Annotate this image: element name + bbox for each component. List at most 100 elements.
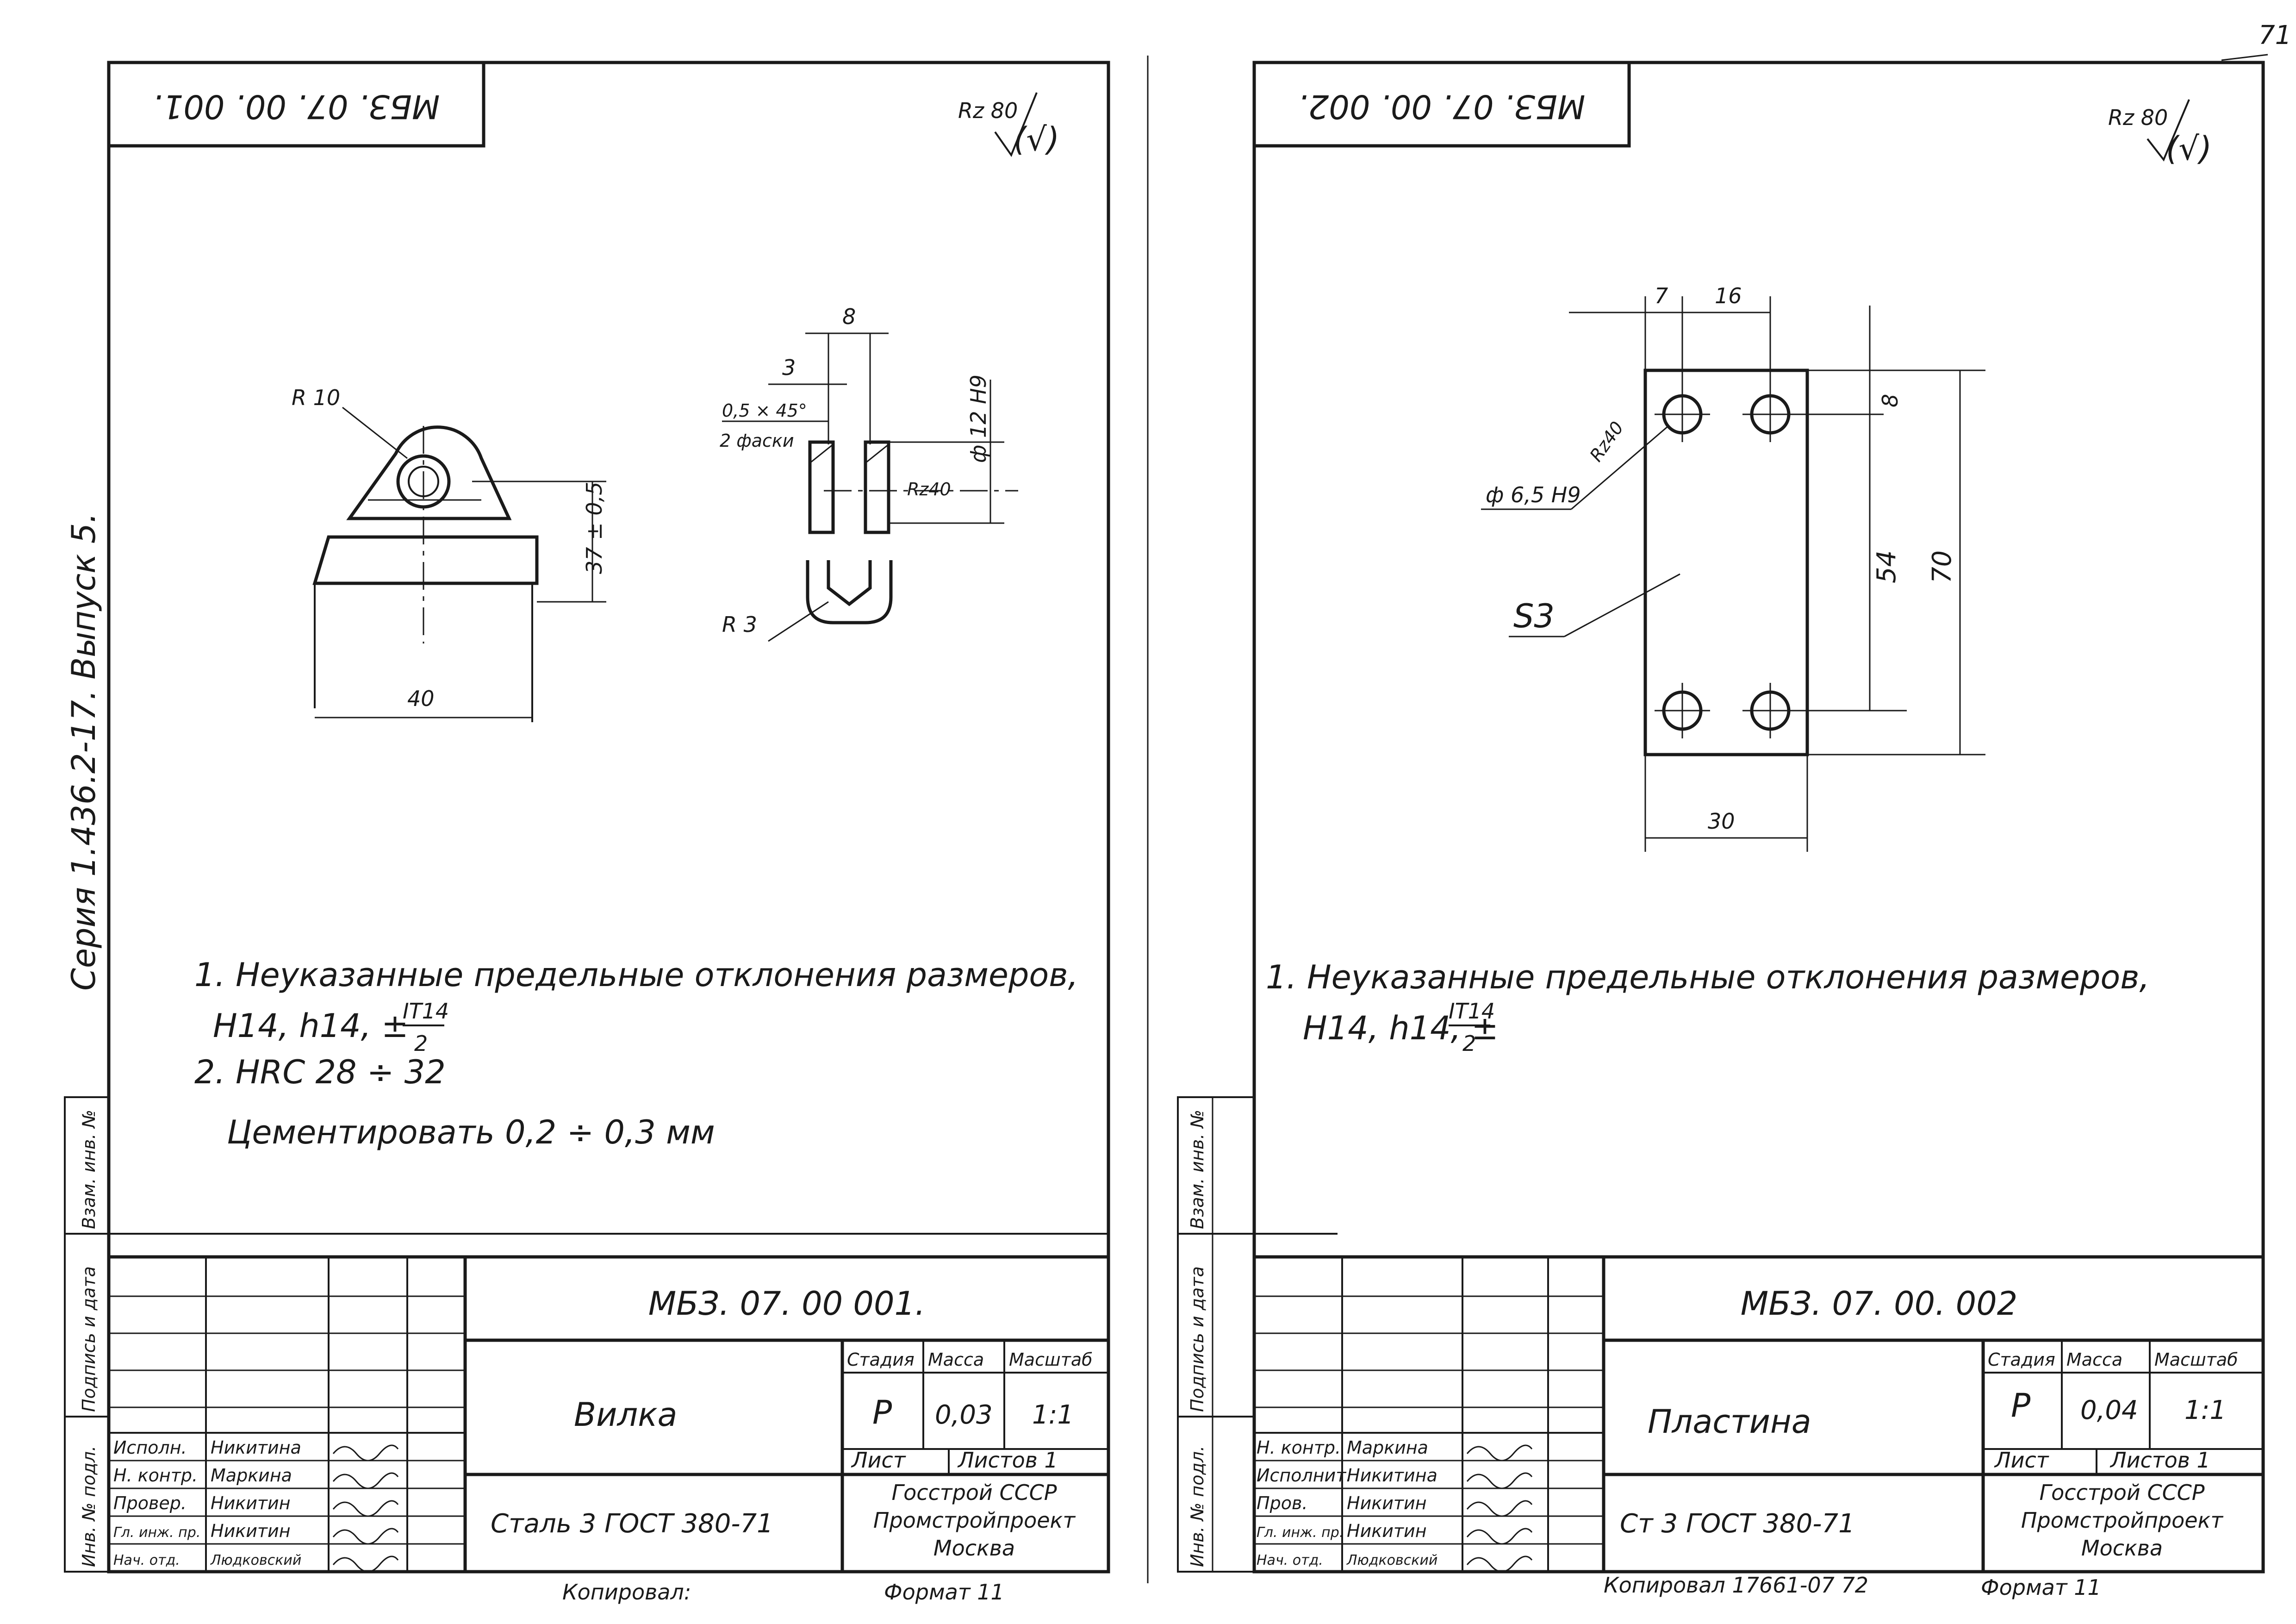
- masshtab-value: 1:1: [1032, 1400, 1074, 1430]
- note-1b: Н14, h14, ±: [213, 1007, 409, 1045]
- signature: [1466, 1444, 1533, 1462]
- title-block: МБЗ. 07. 00. 002 Стадия Масса Масштаб Р …: [1254, 1255, 2263, 1573]
- plate-view: 7 16 8 54 70 ф 6,5 Н9 Rz40 S3 30: [1481, 283, 1985, 852]
- material: Сталь 3 ГОСТ 380-71: [491, 1509, 773, 1539]
- name-5: Людковский: [210, 1552, 301, 1568]
- stamp-code: МБЗ. 07. 00. 002.: [1298, 87, 1586, 125]
- masshtab-value: 1:1: [2184, 1395, 2226, 1425]
- org-1: Госстрой СССР: [2039, 1480, 2204, 1505]
- role-4: Гл. инж. пр.: [1257, 1524, 1344, 1541]
- footer-copied: Копировал:: [562, 1580, 691, 1605]
- role-3: Пров.: [1257, 1493, 1307, 1513]
- h-stadia: Стадия: [1988, 1349, 2055, 1370]
- massa-value: 0,04: [2080, 1395, 2138, 1425]
- listov-label: Листов 1: [2109, 1448, 2210, 1473]
- svg-text:(√): (√): [2166, 130, 2212, 168]
- name-2: Никитина: [1347, 1465, 1437, 1486]
- role-1: Н. контр.: [1257, 1437, 1341, 1458]
- role-1: Исполн.: [113, 1437, 187, 1458]
- series-label: Серия 1.436.2-17. Выпуск 5.: [65, 512, 103, 991]
- dim-rz40: Rz40: [907, 479, 951, 500]
- dim-hole: ф 6,5 Н9: [1486, 482, 1581, 507]
- note-1: 1. Неуказанные предельные отклонения раз…: [1266, 958, 2150, 996]
- name-1: Никитина: [211, 1437, 301, 1458]
- dim-7: 7: [1655, 283, 1668, 308]
- dim-70: 70: [1927, 550, 1957, 583]
- dim-chamfer: 0,5 × 45°: [722, 400, 807, 421]
- dim-rz40: Rz40: [1586, 418, 1627, 465]
- side-vzam-inv: Взам. инв. №: [1187, 1110, 1207, 1229]
- h-masshtab: Масштаб: [2154, 1349, 2238, 1370]
- signature: [332, 1555, 399, 1573]
- dim-16: 16: [1715, 283, 1742, 308]
- h-massa: Масса: [928, 1349, 984, 1370]
- name-3: Никитин: [211, 1493, 291, 1513]
- list-label: Лист: [851, 1448, 906, 1473]
- signature: [332, 1528, 399, 1545]
- dim-30: 30: [1708, 809, 1735, 834]
- note-fraction-num: IT14: [1449, 999, 1495, 1024]
- role-5: Нач. отд.: [1257, 1552, 1323, 1568]
- dim-s3: S3: [1513, 597, 1555, 635]
- dim-width: 40: [407, 686, 435, 711]
- side-inv-podl: Инв. № подл.: [79, 1446, 99, 1567]
- dim-r3: R 3: [722, 612, 757, 637]
- dim-8: 8: [842, 304, 856, 329]
- page-number: 71: [2259, 20, 2291, 50]
- fork-front-view: 37 ± 0,5 40 R 10: [292, 385, 607, 722]
- part-name: Вилка: [574, 1396, 677, 1434]
- h-masshtab: Масштаб: [1009, 1349, 1093, 1370]
- signature: [1466, 1500, 1533, 1517]
- role-5: Нач. отд.: [113, 1552, 180, 1568]
- dim-height: 37 ± 0,5: [582, 482, 607, 574]
- side-inv-podl: Инв. № подл.: [1187, 1446, 1207, 1567]
- h-massa: Масса: [2066, 1349, 2122, 1370]
- note-2: 2. HRC 28 ÷ 32: [194, 1053, 446, 1091]
- note-3: Цементировать 0,2 ÷ 0,3 мм: [227, 1113, 715, 1151]
- list-label: Лист: [1994, 1448, 2049, 1473]
- role-2: Исполнит.: [1257, 1465, 1351, 1486]
- side-vzam-inv: Взам. инв. №: [79, 1110, 99, 1229]
- org-1: Госстрой СССР: [891, 1480, 1057, 1505]
- stamp-box: [107, 61, 485, 148]
- fork-section-view: 8 3 0,5 × 45° 2 фаски ф 12 Н9 Rz40 R 3: [720, 304, 1018, 642]
- name-3: Никитин: [1347, 1493, 1427, 1513]
- footer-copied: Копировал 17661-07 72: [1604, 1573, 1868, 1598]
- name-4: Никитин: [211, 1521, 291, 1541]
- signature: [332, 1444, 399, 1462]
- stamp-box: [1252, 61, 1631, 148]
- note-fraction-den: 2: [1462, 1031, 1476, 1056]
- stadia-value: Р: [2011, 1387, 2031, 1424]
- title-code: МБЗ. 07. 00 001.: [648, 1285, 926, 1323]
- sheet-frame: [1252, 61, 2265, 1574]
- name-2: Маркина: [211, 1465, 292, 1486]
- name-4: Никитин: [1347, 1521, 1427, 1541]
- org-2: Промстройпроект: [2021, 1508, 2223, 1533]
- svg-text:(√): (√): [1014, 120, 1059, 158]
- note-1: 1. Неуказанные предельные отклонения раз…: [194, 956, 1078, 994]
- part-name: Пластина: [1648, 1403, 1811, 1441]
- sheet-vilka: Инв. № подл. Подпись и дата Взам. инв. №…: [64, 61, 1110, 1605]
- note-fraction-num: IT14: [403, 999, 449, 1024]
- org-2: Промстройпроект: [873, 1508, 1076, 1533]
- sheet-frame: [107, 61, 1110, 1574]
- dim-chamfer-count: 2 фаски: [720, 431, 794, 451]
- side-podpis-data: Подпись и дата: [1187, 1266, 1207, 1412]
- dim-bore: ф 12 Н9: [966, 375, 991, 463]
- notes: 1. Неуказанные предельные отклонения раз…: [194, 956, 1078, 1151]
- massa-value: 0,03: [935, 1400, 993, 1430]
- dim-54: 54: [1872, 550, 1902, 583]
- name-5: Людковский: [1346, 1552, 1437, 1568]
- signature: [1466, 1555, 1533, 1573]
- dim-3: 3: [782, 355, 796, 380]
- stadia-value: Р: [872, 1393, 892, 1431]
- title-code: МБЗ. 07. 00. 002: [1741, 1285, 2018, 1323]
- footer-format: Формат 11: [1981, 1575, 2101, 1600]
- listov-label: Листов 1: [957, 1448, 1058, 1473]
- role-3: Провер.: [113, 1493, 187, 1513]
- title-block: МБЗ. 07. 00 001. Стадия Масса Масштаб Р …: [109, 1255, 1108, 1573]
- footer-format: Формат 11: [884, 1580, 1004, 1605]
- role-2: Н. контр.: [113, 1465, 198, 1486]
- material: Ст 3 ГОСТ 380-71: [1620, 1509, 1855, 1539]
